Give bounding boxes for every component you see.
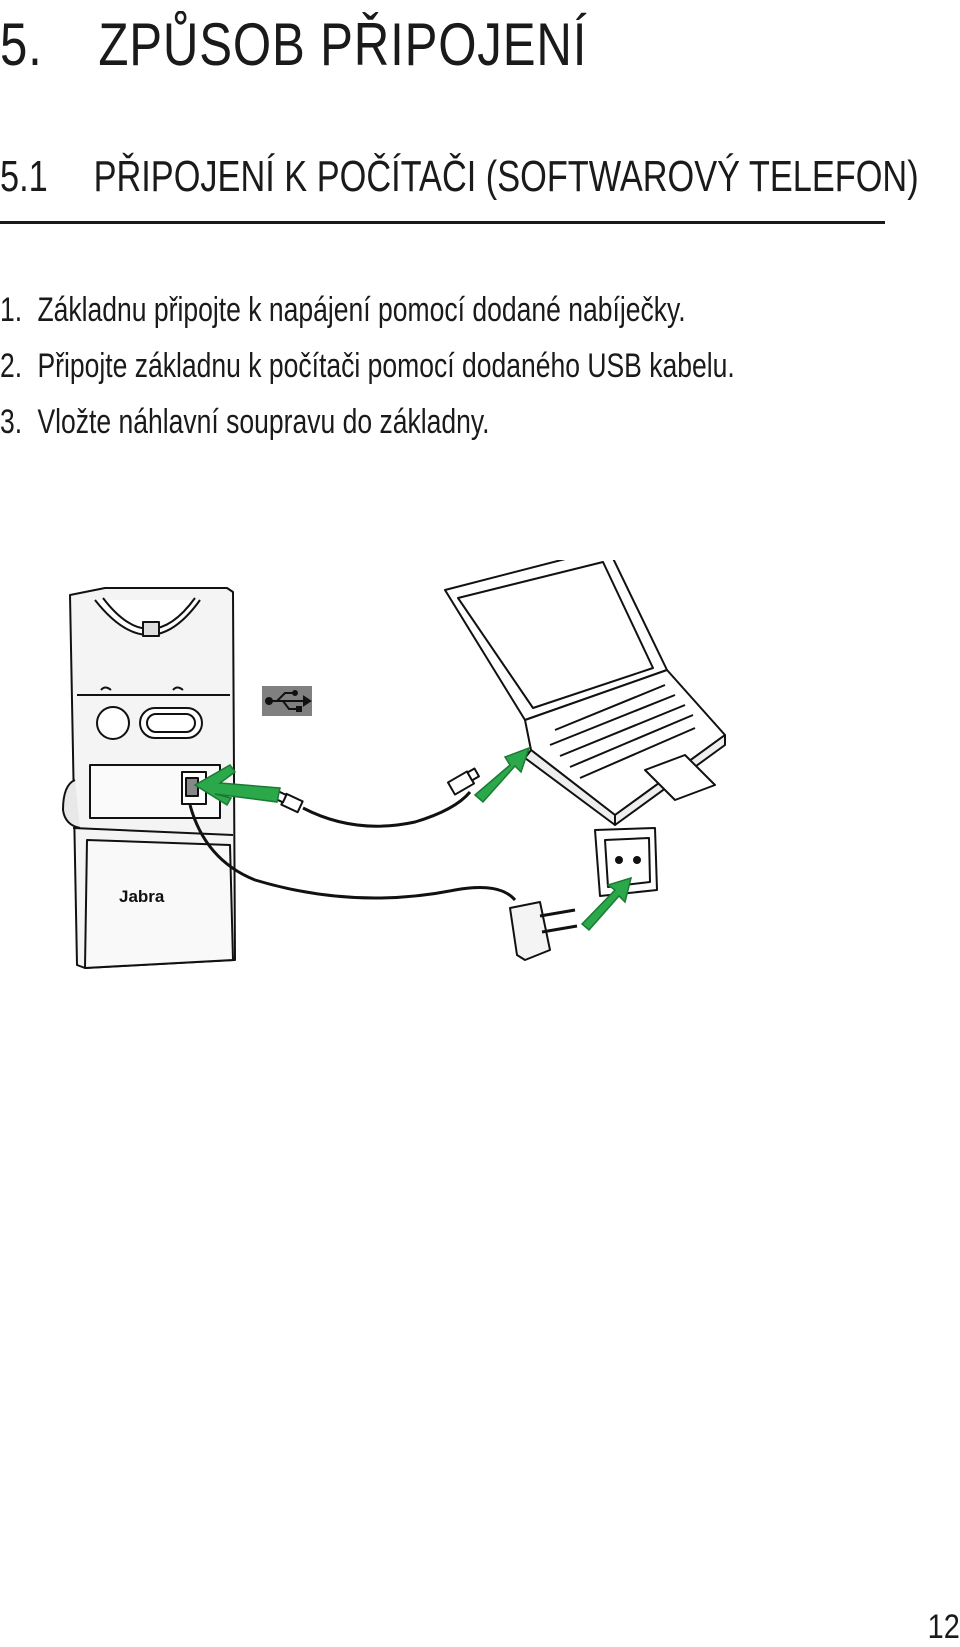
section-heading: 5.1 PŘIPOJENÍ K POČÍTAČI (SOFTWAROVÝ TELE… [0, 150, 919, 204]
step-item: 3. Vložte náhlavní soupravu do základny. [0, 394, 735, 450]
section-number: 5.1 [0, 152, 48, 201]
arrow-to-laptop-icon [473, 746, 531, 804]
chapter-title: ZPŮSOB PŘIPOJENÍ [98, 11, 588, 78]
base-station [62, 587, 236, 969]
arrow-group [193, 746, 633, 932]
arrow-to-base-icon [193, 764, 281, 807]
base-logo: Jabra [119, 887, 165, 906]
power-adapter [509, 901, 578, 961]
step-text: Základnu připojte k napájení pomocí doda… [37, 291, 686, 329]
usb-plug-laptop [446, 767, 480, 796]
step-item: 1. Základnu připojte k napájení pomocí do… [0, 282, 735, 338]
step-text: Vložte náhlavní soupravu do základny. [37, 403, 490, 441]
step-text: Připojte základnu k počítači pomocí doda… [37, 347, 735, 385]
usb-icon [262, 686, 312, 716]
step-number: 2. [0, 347, 23, 385]
step-number: 1. [0, 291, 23, 329]
connection-illustration: Jabra [62, 560, 726, 969]
section-title: PŘIPOJENÍ K POČÍTAČI (SOFTWAROVÝ TELEFON… [93, 152, 919, 201]
chapter-heading: 5. ZPŮSOB PŘIPOJENÍ [0, 10, 587, 80]
step-list: 1. Základnu připojte k napájení pomocí do… [0, 282, 942, 450]
step-item: 2. Připojte základnu k počítači pomocí do… [0, 338, 735, 394]
wall-socket [594, 827, 658, 897]
usb-plug-small [274, 790, 304, 814]
arrow-to-socket-icon [580, 876, 633, 932]
section-divider [0, 221, 885, 224]
step-number: 3. [0, 403, 23, 441]
page-number: 12 [927, 1608, 960, 1646]
laptop [444, 560, 726, 826]
chapter-number: 5. [0, 11, 43, 78]
